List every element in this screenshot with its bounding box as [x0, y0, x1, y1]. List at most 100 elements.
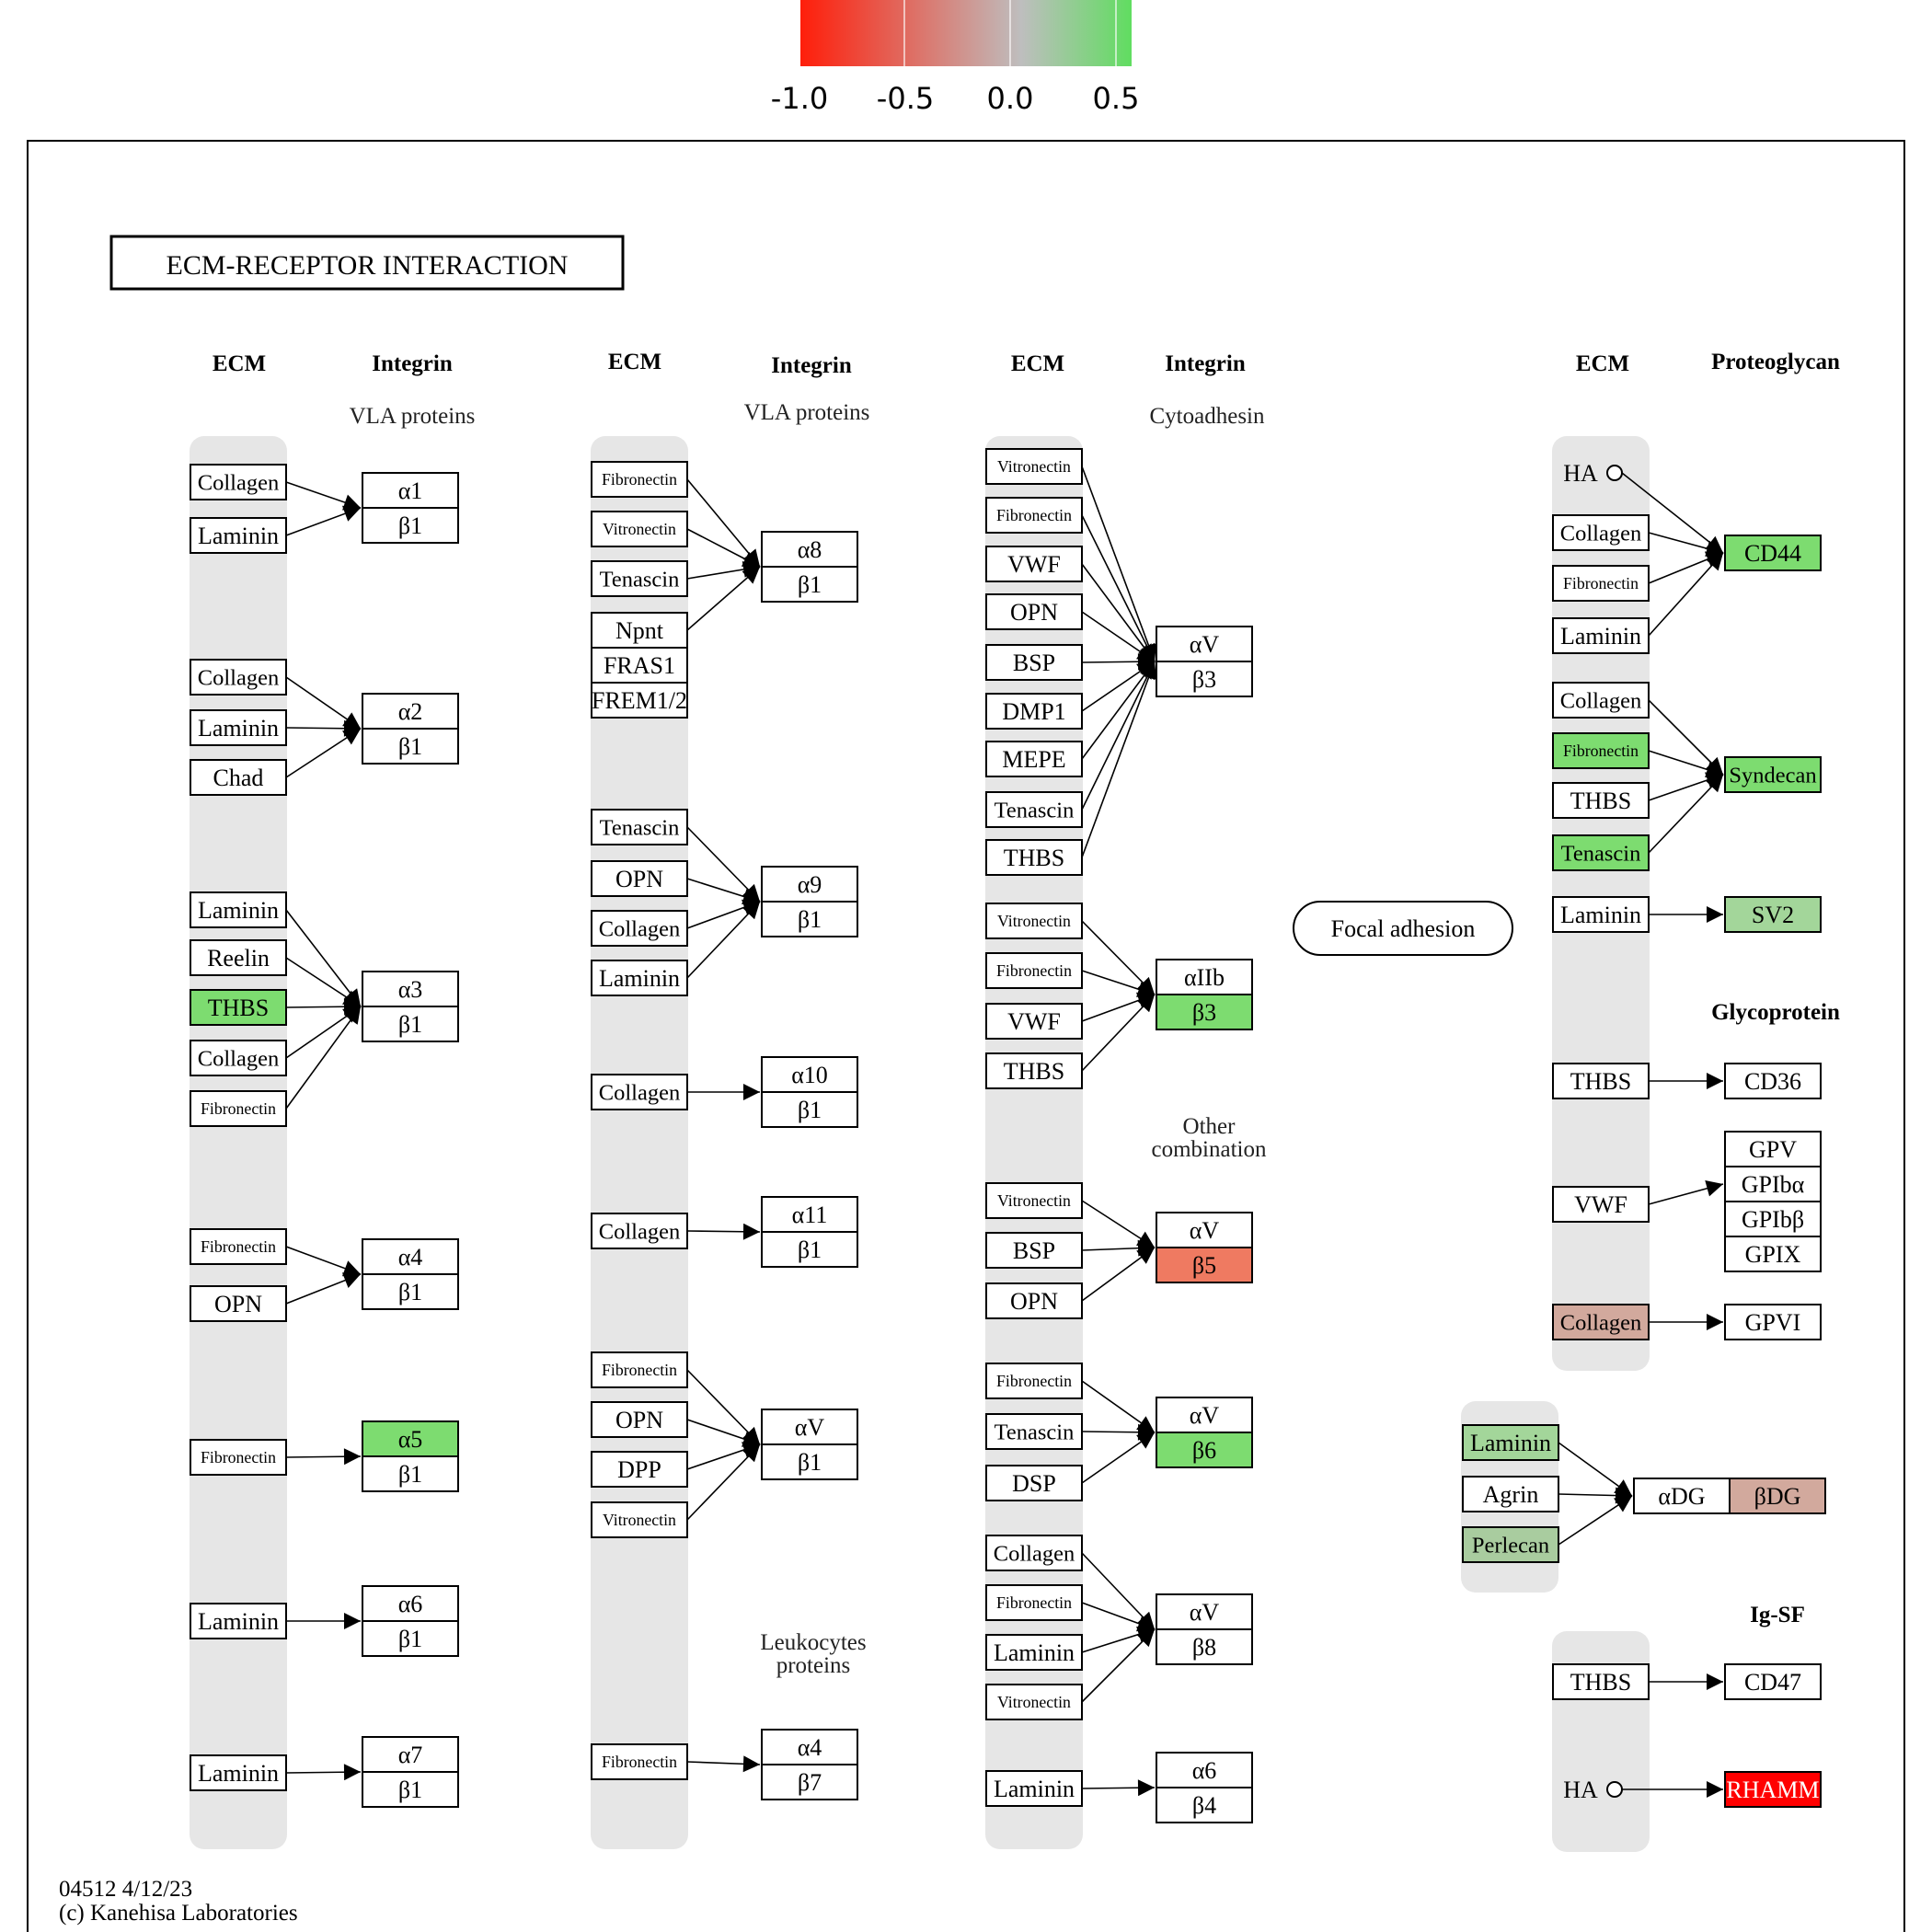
gene-label[interactable]: THBS [1004, 845, 1064, 871]
gene-box-vwf[interactable]: VWF [1552, 1186, 1650, 1223]
gene-label[interactable]: Fibronectin [602, 1361, 677, 1379]
gene-box-cd36[interactable]: CD36 [1724, 1063, 1822, 1099]
gene-box-gpibb[interactable]: GPIbβ [1724, 1201, 1822, 1237]
gene-label[interactable]: GPIX [1745, 1241, 1801, 1268]
gene-box-collagen[interactable]: Collagen [591, 1074, 688, 1110]
gene-label[interactable]: α2 [398, 698, 423, 725]
gene-box-collagen[interactable]: Collagen [190, 1040, 287, 1076]
gene-box-mepe[interactable]: MEPE [985, 741, 1083, 777]
gene-label[interactable]: Laminin [198, 897, 279, 924]
gene-label[interactable]: CD47 [1744, 1669, 1801, 1696]
gene-box-1[interactable]: β1 [761, 1443, 858, 1480]
gene-label[interactable]: β7 [798, 1769, 822, 1796]
gene-box-vwf[interactable]: VWF [985, 1003, 1083, 1040]
gene-label[interactable]: Reelin [207, 945, 270, 972]
gene-box-laminin[interactable]: Laminin [985, 1770, 1083, 1807]
gene-box-8[interactable]: α8 [761, 531, 858, 568]
gene-label[interactable]: THBS [1570, 1068, 1631, 1095]
gene-box-bsp[interactable]: BSP [985, 644, 1083, 681]
gene-box-vitronectin[interactable]: Vitronectin [985, 448, 1083, 485]
gene-label[interactable]: CD36 [1744, 1068, 1801, 1095]
gene-label[interactable]: VWF [1007, 551, 1061, 578]
gene-box-fras1[interactable]: FRAS1 [591, 647, 688, 684]
gene-box-dpp[interactable]: DPP [591, 1451, 688, 1488]
gene-label[interactable]: α4 [798, 1734, 822, 1761]
gene-box-fibronectin[interactable]: Fibronectin [985, 497, 1083, 534]
gene-label[interactable]: Collagen [599, 1080, 680, 1105]
gene-label[interactable]: Laminin [1470, 1430, 1551, 1456]
gene-label[interactable]: Fibronectin [996, 961, 1072, 980]
gene-label[interactable]: Vitronectin [997, 912, 1071, 930]
gene-box-tenascin[interactable]: Tenascin [1552, 834, 1650, 871]
gene-label[interactable]: β6 [1192, 1437, 1216, 1464]
gene-box-reelin[interactable]: Reelin [190, 939, 287, 976]
gene-box-5[interactable]: β5 [1156, 1247, 1253, 1283]
gene-box-vitronectin[interactable]: Vitronectin [985, 903, 1083, 939]
gene-box-gpiba[interactable]: GPIbα [1724, 1166, 1822, 1202]
gene-box-1[interactable]: β1 [362, 1620, 459, 1657]
gene-box-5[interactable]: α5 [362, 1420, 459, 1457]
gene-box-tenascin[interactable]: Tenascin [985, 1413, 1083, 1450]
gene-label[interactable]: SV2 [1752, 902, 1794, 928]
gene-box-cd47[interactable]: CD47 [1724, 1663, 1822, 1700]
gene-label[interactable]: β1 [398, 1011, 422, 1038]
gene-box-v[interactable]: αV [761, 1409, 858, 1445]
gene-label[interactable]: Tenascin [1561, 841, 1641, 866]
gene-box-7[interactable]: β7 [761, 1764, 858, 1800]
gene-box-thbs[interactable]: THBS [1552, 1663, 1650, 1700]
gene-box-fibronectin[interactable]: Fibronectin [591, 1351, 688, 1388]
gene-label[interactable]: VWF [1007, 1008, 1061, 1035]
gene-label[interactable]: αV [1190, 1402, 1220, 1429]
gene-label[interactable]: Collagen [198, 1046, 279, 1071]
gene-box-1[interactable]: β1 [761, 1091, 858, 1128]
gene-label[interactable]: α8 [798, 536, 822, 563]
gene-box-thbs[interactable]: THBS [985, 1052, 1083, 1089]
gene-box-sv2[interactable]: SV2 [1724, 896, 1822, 933]
gene-box-1[interactable]: β1 [362, 1771, 459, 1808]
gene-label[interactable]: Laminin [1560, 623, 1641, 650]
gene-label[interactable]: β3 [1192, 666, 1216, 693]
gene-label[interactable]: Agrin [1483, 1481, 1539, 1508]
gene-box-6[interactable]: α6 [1156, 1752, 1253, 1788]
gene-label[interactable]: Laminin [599, 965, 680, 992]
gene-box-opn[interactable]: OPN [591, 1401, 688, 1438]
gene-label[interactable]: Collagen [198, 470, 279, 495]
gene-label[interactable]: α6 [1192, 1757, 1217, 1784]
gene-label[interactable]: Collagen [1560, 1310, 1641, 1335]
gene-label[interactable]: OPN [615, 1407, 663, 1433]
gene-label[interactable]: β1 [398, 1626, 422, 1652]
gene-box-fibronectin[interactable]: Fibronectin [985, 952, 1083, 989]
gene-box-bsp[interactable]: BSP [985, 1232, 1083, 1269]
gene-box-1[interactable]: α1 [362, 472, 459, 509]
gene-label[interactable]: β1 [398, 1461, 422, 1488]
gene-label[interactable]: αV [795, 1414, 825, 1441]
focal-adhesion-link[interactable]: Focal adhesion [1293, 901, 1513, 956]
gene-box-perlecan[interactable]: Perlecan [1462, 1526, 1559, 1563]
gene-label[interactable]: β1 [398, 1279, 422, 1305]
gene-label[interactable]: Tenascin [995, 1420, 1075, 1444]
gene-label[interactable]: β1 [798, 1097, 822, 1123]
gene-label[interactable]: GPIbβ [1742, 1206, 1804, 1233]
gene-box-4[interactable]: α4 [362, 1238, 459, 1275]
gene-box-1[interactable]: β1 [362, 1006, 459, 1042]
gene-box-fibronectin[interactable]: Fibronectin [985, 1584, 1083, 1621]
gene-box-v[interactable]: αV [1156, 626, 1253, 662]
gene-label[interactable]: Laminin [198, 1760, 279, 1787]
gene-box-vitronectin[interactable]: Vitronectin [985, 1684, 1083, 1720]
gene-label[interactable]: αV [1190, 1599, 1220, 1626]
gene-label[interactable]: α3 [398, 976, 423, 1003]
gene-box-ha[interactable]: HA [1563, 460, 1623, 487]
gene-box-tenascin[interactable]: Tenascin [591, 809, 688, 845]
gene-box-cd44[interactable]: CD44 [1724, 535, 1822, 571]
gene-box-opn[interactable]: OPN [985, 1282, 1083, 1319]
gene-label[interactable]: α7 [398, 1742, 423, 1768]
gene-label[interactable]: α10 [791, 1062, 828, 1088]
gene-box-laminin[interactable]: Laminin [591, 960, 688, 996]
gene-box-thbs[interactable]: THBS [1552, 1063, 1650, 1099]
gene-label[interactable]: αDG [1658, 1483, 1705, 1510]
gene-box-collagen[interactable]: Collagen [591, 1213, 688, 1249]
gene-box-tenascin[interactable]: Tenascin [591, 560, 688, 597]
gene-label[interactable]: OPN [1010, 1288, 1058, 1315]
gene-label[interactable]: βDG [1754, 1483, 1801, 1510]
gene-box-opn[interactable]: OPN [985, 593, 1083, 630]
